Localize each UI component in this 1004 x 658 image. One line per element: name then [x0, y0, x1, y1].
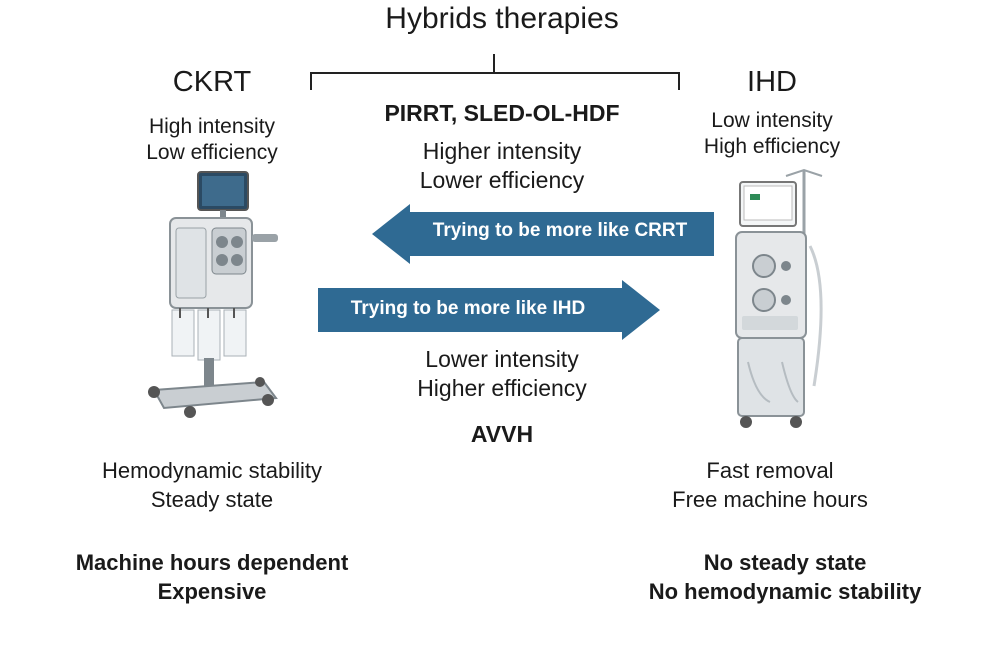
arrow-left-shape	[372, 204, 714, 264]
ckrt-con-2: Expensive	[157, 579, 267, 604]
ihd-pro-2: Free machine hours	[672, 487, 868, 512]
ihd-pro-1: Fast removal	[706, 458, 834, 483]
bracket-left-tick	[310, 72, 312, 90]
arrow-right-towards-ihd	[318, 280, 660, 340]
hybrid-top-label: PIRRT, SLED-OL-HDF	[384, 100, 620, 126]
ckrt-con-1: Machine hours dependent	[75, 550, 349, 575]
ckrt-pro-1: Hemodynamic stability	[101, 458, 323, 483]
center-bottom-line-1: Lower intensity	[425, 346, 579, 372]
center-bottom-line-2: Higher efficiency	[417, 375, 587, 401]
hybrid-bottom-label: AVVH	[470, 421, 534, 447]
arrow-right-label: Trying to be more like IHD	[350, 298, 586, 319]
center-top-line-1: Higher intensity	[422, 138, 582, 164]
ihd-line-1: Low intensity	[711, 109, 833, 132]
ihd-line-2: High efficiency	[703, 135, 841, 158]
ihd-con-1: No steady state	[703, 550, 867, 575]
diagram-title: Hybrids therapies	[385, 2, 619, 35]
ckrt-line-2: Low efficiency	[146, 141, 278, 164]
ckrt-machine-illustration	[148, 171, 278, 418]
center-top-line-2: Lower efficiency	[419, 167, 585, 193]
ckrt-pro-2: Steady state	[150, 487, 274, 512]
ihd-machine-illustration	[735, 168, 823, 428]
ihd-heading: IHD	[747, 66, 797, 98]
ckrt-heading: CKRT	[172, 66, 252, 98]
arrow-left-towards-ckrt	[372, 204, 714, 264]
arrow-right-shape	[318, 280, 660, 340]
bracket-right-tick	[678, 72, 680, 90]
bracket-horizontal	[310, 72, 680, 74]
bracket-center-tick	[493, 54, 495, 72]
ckrt-line-1: High intensity	[148, 115, 276, 138]
ihd-con-2: No hemodynamic stability	[648, 579, 922, 604]
arrow-left-label: Trying to be more like CRRT	[432, 220, 688, 241]
